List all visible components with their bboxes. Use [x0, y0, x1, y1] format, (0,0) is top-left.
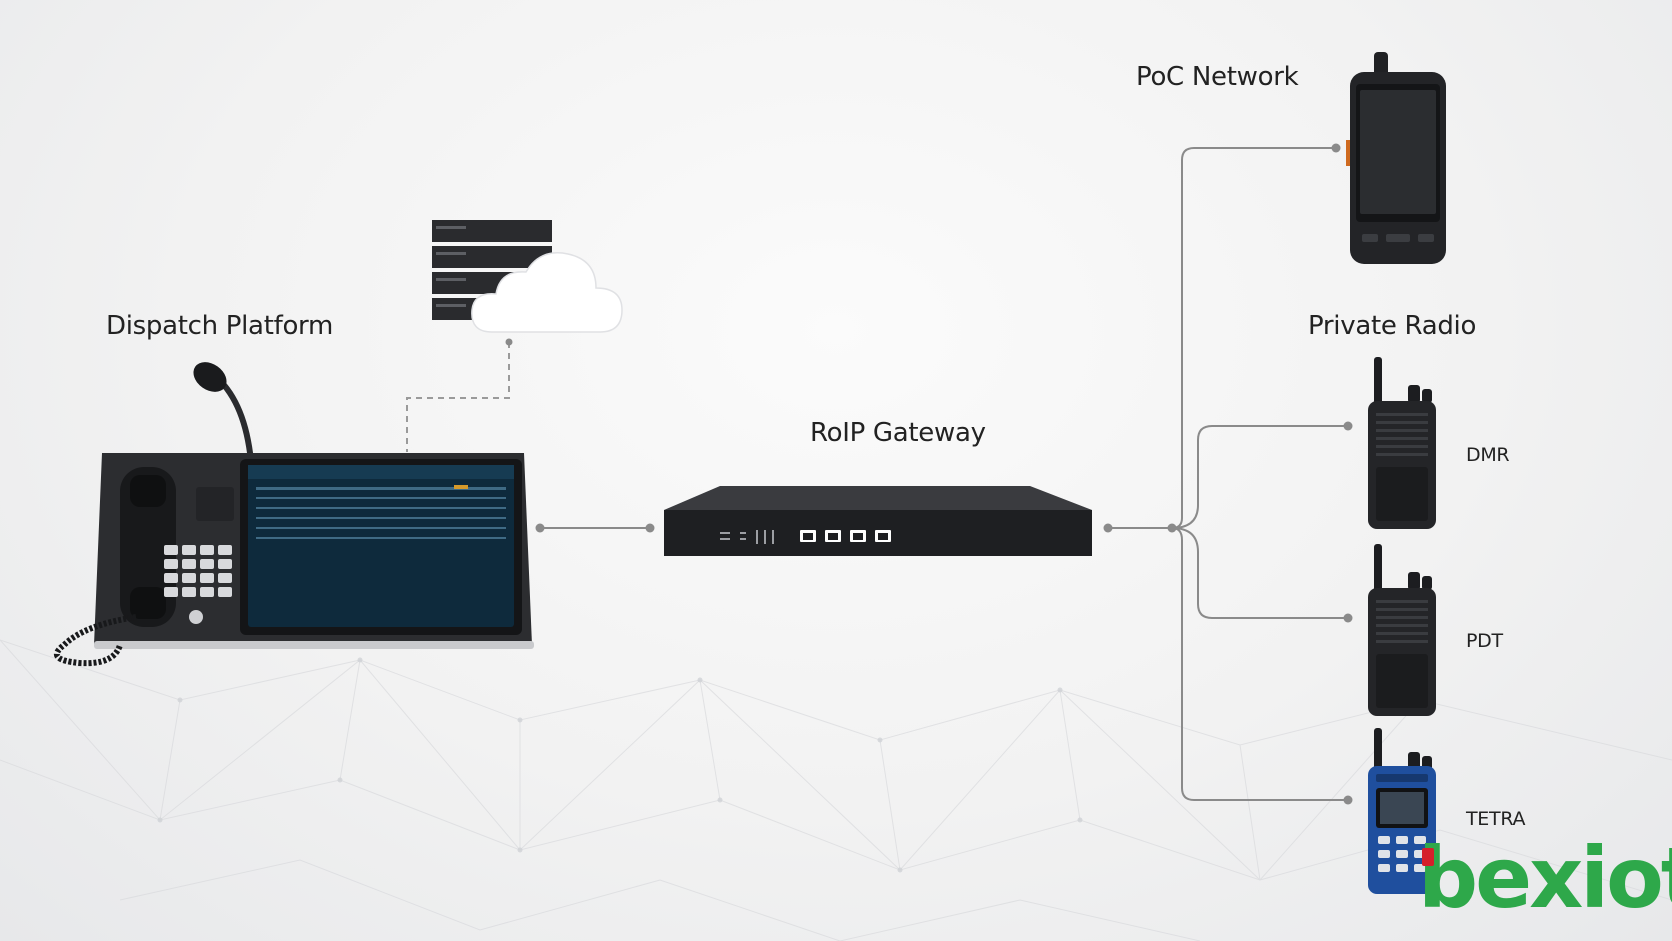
poc-phone-image — [1346, 52, 1446, 264]
dispatch-platform-label: Dispatch Platform — [106, 311, 334, 341]
bexiot-logo: bexiot — [1418, 829, 1672, 927]
pdt-label: PDT — [1466, 630, 1503, 652]
roip-gateway-image — [664, 486, 1092, 556]
link-hub-pdt — [1171, 527, 1348, 619]
roip-gateway-label: RoIP Gateway — [810, 418, 986, 448]
link-hub-tetra — [1171, 527, 1348, 801]
link-hub-dmr — [1171, 425, 1348, 529]
tetra-label: TETRA — [1466, 808, 1526, 830]
pdt-radio-image — [1368, 544, 1436, 716]
logo-red-accent — [1422, 848, 1434, 866]
private-radio-label: Private Radio — [1308, 311, 1477, 341]
dispatch-console-image — [53, 362, 534, 667]
dmr-label: DMR — [1466, 444, 1510, 466]
cloud-server-image — [432, 220, 623, 333]
tetra-radio-image — [1368, 728, 1436, 894]
dmr-radio-image — [1368, 357, 1436, 529]
link-cloud-dispatch — [406, 342, 510, 452]
poc-network-label: PoC Network — [1136, 62, 1299, 92]
